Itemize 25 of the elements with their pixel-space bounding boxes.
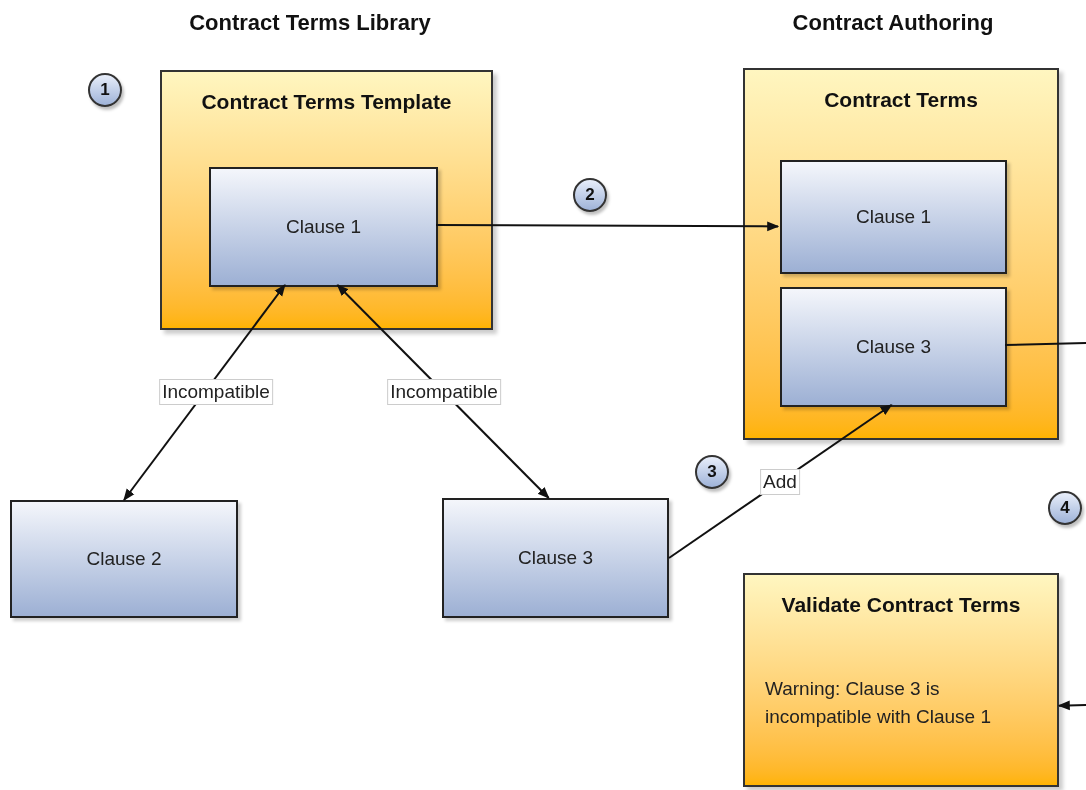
connector-arrow <box>123 284 286 501</box>
connector-arrow <box>1057 700 1086 711</box>
connector-arrow <box>336 284 550 499</box>
connector-arrow <box>435 221 780 232</box>
warning-text: Warning: Clause 3 is incompatible with Clause 1 <box>765 677 992 729</box>
clause-box: Clause 2 <box>10 500 238 618</box>
step-number: 1 <box>88 73 122 107</box>
clause-box: Clause 3 <box>780 287 1007 407</box>
step-number: 4 <box>1048 491 1082 525</box>
column-title: Contract Terms Library <box>188 9 432 37</box>
edge-label: Incompatible <box>159 379 273 405</box>
box-heading: Contract Terms <box>823 87 979 113</box>
container-box <box>743 68 1059 440</box>
clause-box: Clause 3 <box>442 498 669 618</box>
container-box <box>160 70 493 330</box>
edge-label: Add <box>760 469 800 495</box>
step-number: 2 <box>573 178 607 212</box>
column-title: Contract Authoring <box>791 9 995 37</box>
clause-box: Clause 1 <box>209 167 438 287</box>
edge-label: Incompatible <box>387 379 501 405</box>
step-number: 3 <box>695 455 729 489</box>
clause-box: Clause 1 <box>780 160 1007 274</box>
box-heading: Validate Contract Terms <box>780 592 1022 618</box>
box-heading: Contract Terms Template <box>200 89 453 115</box>
validation-panel <box>743 573 1059 787</box>
